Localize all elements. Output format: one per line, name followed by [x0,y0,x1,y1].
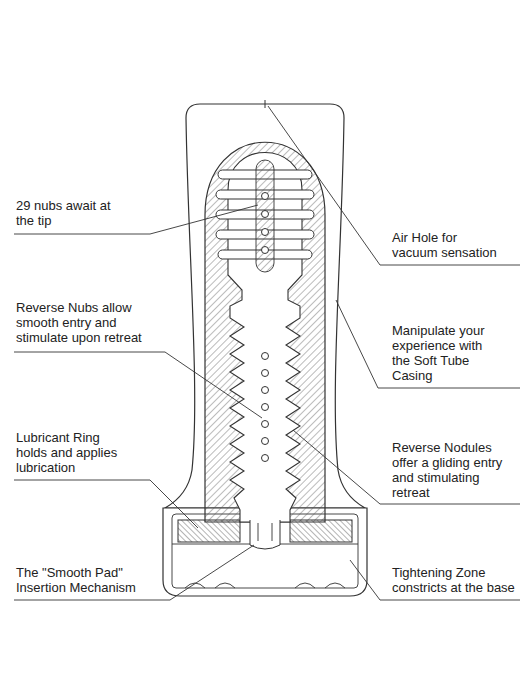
nub-holes [262,193,269,462]
air-hole [265,100,266,108]
lubricant-ring [178,520,240,542]
cap-inner-rim [172,514,358,588]
callout-label: 29 nubs await at the tip [16,198,114,228]
base-cap [163,508,367,596]
callout-label: Reverse Nubs allow smooth entry and stim… [16,300,161,345]
cap-feet [185,583,345,588]
callout-label: Air Hole for vacuum sensation [392,230,504,260]
callout-label: Tightening Zone constricts at the base [392,565,527,595]
inner-cavity [228,153,302,523]
callout-label: Manipulate your experience with the Soft… [392,323,497,383]
smooth-pad-slit [258,523,272,541]
inner-sleeve [205,142,325,522]
tip-center-column [256,160,274,272]
callout-label: The "Smooth Pad" Insertion Mechanism [16,565,148,595]
leader-lines [14,106,520,600]
smooth-pad [250,520,280,549]
lubricant-ring [290,520,352,542]
callout-label: Reverse Nodules offer a gliding entry an… [392,440,514,500]
callout-label: Lubricant Ring holds and applies lubrica… [16,430,131,475]
